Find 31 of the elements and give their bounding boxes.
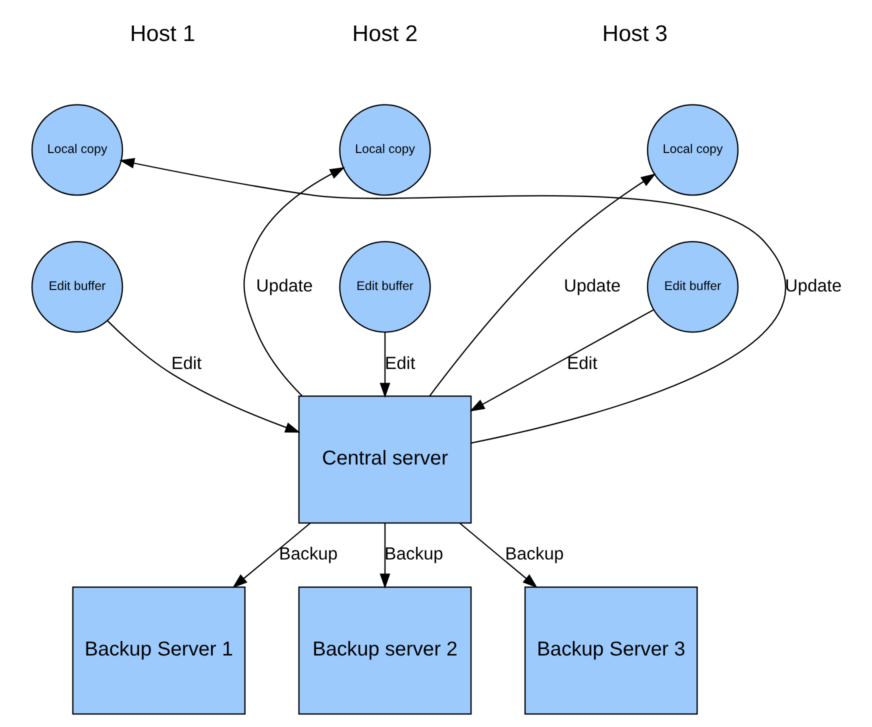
edge-label: Edit bbox=[170, 352, 202, 373]
node-circle: Local copy bbox=[646, 104, 738, 196]
edge-label: Edit bbox=[384, 352, 415, 373]
node-circle: Local copy bbox=[338, 104, 430, 196]
arrow bbox=[379, 332, 390, 398]
node-circle: Local copy bbox=[30, 104, 123, 196]
arrow bbox=[458, 522, 538, 588]
edge-label: Update bbox=[784, 276, 842, 296]
edge-label: Backup bbox=[384, 544, 443, 564]
arrow bbox=[118, 158, 785, 444]
edge-label: Edit bbox=[566, 352, 597, 373]
arrow bbox=[106, 320, 300, 433]
arrow bbox=[428, 173, 656, 396]
edge-label: Update bbox=[563, 276, 620, 296]
edge-label: Update bbox=[256, 276, 312, 296]
arrow bbox=[243, 167, 344, 396]
label: Host 2 bbox=[352, 21, 418, 46]
node-box: Central server bbox=[298, 396, 472, 524]
edge-label: Backup bbox=[504, 544, 564, 564]
node-circle: Edit buffer bbox=[30, 241, 123, 333]
node-box: Backup Server 1 bbox=[72, 586, 246, 715]
edge-label: Backup bbox=[278, 544, 338, 564]
arrow bbox=[232, 522, 310, 588]
arrow bbox=[469, 310, 653, 412]
node-box: Backup Server 3 bbox=[524, 586, 698, 715]
node-circle: Edit buffer bbox=[646, 241, 738, 333]
node-circle: Edit buffer bbox=[338, 241, 430, 333]
node-box: Backup server 2 bbox=[298, 586, 472, 715]
label: Host 1 bbox=[129, 21, 195, 46]
label: Host 3 bbox=[602, 21, 668, 46]
arrow bbox=[379, 523, 390, 589]
